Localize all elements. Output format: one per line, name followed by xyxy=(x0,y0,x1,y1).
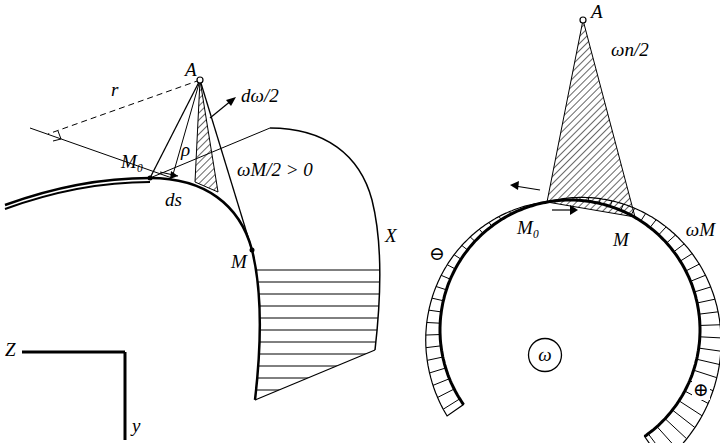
pole-point xyxy=(580,17,586,23)
point-label: M₀ xyxy=(516,218,540,238)
quantity-label: ωM/2 > 0 xyxy=(236,160,314,180)
pole-point xyxy=(197,77,203,83)
direction-arrow xyxy=(570,205,578,215)
moment-arrow xyxy=(226,97,236,106)
band-hatch xyxy=(691,275,706,281)
band-hatch xyxy=(694,287,710,292)
quantity-label: ωn/2 xyxy=(610,40,650,60)
axis-label: X xyxy=(384,226,398,246)
point-label: M xyxy=(230,252,248,272)
omega-band-outline xyxy=(426,197,720,443)
shell-surface xyxy=(150,128,380,400)
circle-marker: ω xyxy=(527,337,563,373)
direction-arrow xyxy=(515,186,540,190)
band-hatch xyxy=(650,220,656,228)
band-hatch xyxy=(430,368,446,373)
band-hatch xyxy=(672,410,694,428)
axis-label: y xyxy=(131,416,141,436)
circle-label: ω xyxy=(527,337,563,366)
section-contour xyxy=(440,200,700,437)
band-hatch xyxy=(679,401,702,416)
z-axis xyxy=(22,351,125,354)
dimension-label: r xyxy=(110,80,119,100)
band-hatch xyxy=(659,227,666,235)
band-hatch xyxy=(700,324,720,326)
band-hatch xyxy=(427,357,443,360)
point-label: A xyxy=(590,2,604,22)
section-wall xyxy=(5,182,150,209)
omega-band xyxy=(426,197,720,443)
quantity-label: ds xyxy=(164,190,183,210)
perpendicular-r xyxy=(48,80,200,134)
band-hatch xyxy=(686,264,699,271)
band-hatch xyxy=(700,337,720,338)
point-label: A xyxy=(184,60,198,80)
shell-edge xyxy=(255,350,375,400)
band-hatch xyxy=(674,244,684,252)
band-hatch xyxy=(438,389,455,397)
dimension-label: ρ xyxy=(180,140,191,160)
point-label: M xyxy=(612,230,630,250)
y-axis xyxy=(124,352,127,440)
axis-label: Z xyxy=(4,340,17,360)
band-hatch xyxy=(427,322,440,324)
band-hatch xyxy=(432,298,443,301)
surface-hatch xyxy=(240,270,390,390)
section-contour xyxy=(5,178,260,400)
band-hatch xyxy=(697,359,720,364)
sign-mark: ⊖ xyxy=(428,244,446,264)
sector-triangle xyxy=(195,80,218,192)
band-hatch xyxy=(680,254,692,261)
band-hatch xyxy=(436,286,446,289)
band-hatch xyxy=(443,399,460,409)
band-hatch xyxy=(648,434,667,443)
origin-point xyxy=(148,176,153,181)
right-angle-mark xyxy=(53,131,61,141)
band-hatch xyxy=(699,348,720,351)
direction-arrow xyxy=(552,209,572,210)
quantity-label: dω/2 xyxy=(240,86,280,106)
quantity-label: ωM xyxy=(685,220,716,240)
direction-arrow xyxy=(510,181,519,190)
band-hatch xyxy=(433,379,449,386)
point-m xyxy=(250,248,255,253)
direction-arrow xyxy=(170,171,178,179)
band-hatch xyxy=(697,299,715,303)
tangent-line xyxy=(30,128,172,178)
sign-mark: ⊕ xyxy=(692,380,710,400)
point-label: M₀ xyxy=(120,152,144,172)
band-hatch xyxy=(426,346,441,348)
band-hatch xyxy=(699,312,718,314)
band-hatch xyxy=(665,419,687,439)
band-hatch xyxy=(657,427,677,443)
band-hatch xyxy=(667,235,676,243)
band-hatch xyxy=(694,370,717,378)
band-hatch xyxy=(426,334,440,335)
band-hatch xyxy=(429,310,441,312)
